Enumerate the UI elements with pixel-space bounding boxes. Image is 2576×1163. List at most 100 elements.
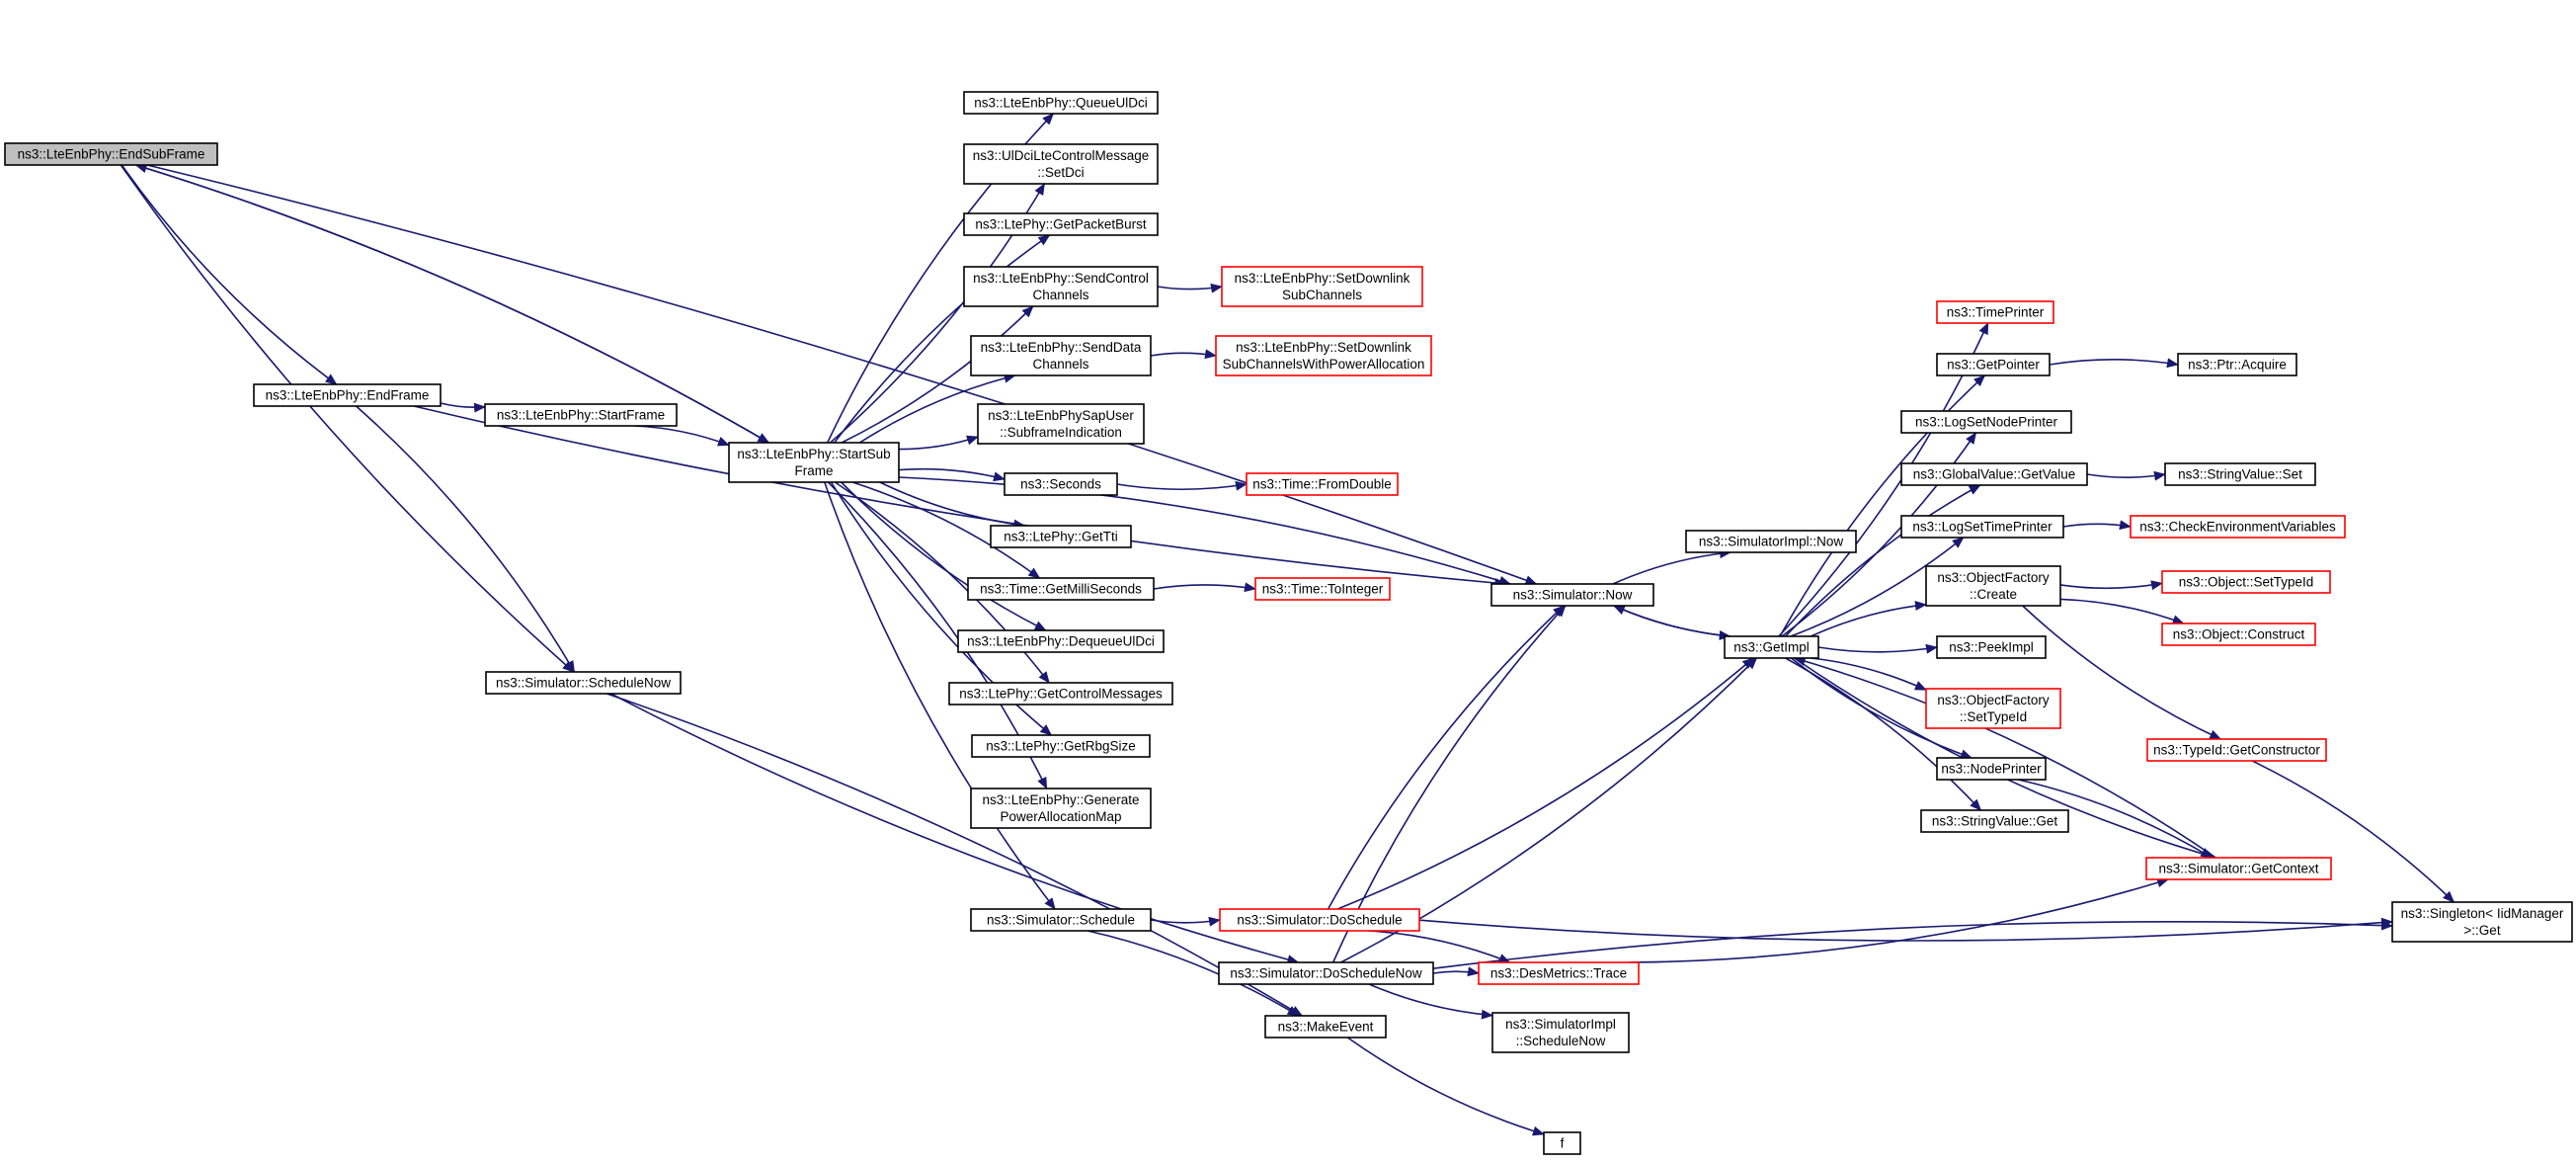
node-makeevent-label-0: ns3::MakeEvent [1278,1020,1374,1035]
node-getctrl[interactable]: ns3::LtePhy::GetControlMessages [948,682,1173,706]
node-svset[interactable]: ns3::StringValue::Set [2164,462,2316,486]
node-startframe[interactable]: ns3::LteEnbPhy::StartFrame [484,403,678,427]
edge-sendctrl-to-setdlsub [1157,283,1223,293]
node-nodeprinter[interactable]: ns3::NodePrinter [1936,757,2047,781]
node-ofcreate[interactable]: ns3::ObjectFactory::Create [1925,565,2061,607]
node-tointeger[interactable]: ns3::Time::ToInteger [1254,577,1391,601]
node-peekimpl[interactable]: ns3::PeekImpl [1936,635,2047,659]
edge-nodeprinter-to-getcontext [2018,779,2214,859]
node-doschedule-box [1219,908,1420,932]
node-timeprinter[interactable]: ns3::TimePrinter [1936,300,2054,324]
edge-senddata-to-setdlpa [1150,349,1217,360]
node-genpa[interactable]: ns3::LteEnbPhy::GeneratePowerAllocationM… [970,788,1152,829]
edge-getimpl-to-gvgetvalue [1785,484,1981,637]
node-setdci-label-0: ns3::UlDciLteControlMessage [973,148,1150,163]
node-schedule[interactable]: ns3::Simulator::Schedule [970,908,1152,932]
node-sapuser[interactable]: ns3::LteEnbPhySapUser::SubframeIndicatio… [977,403,1145,445]
node-nodeprinter-label-0: ns3::NodePrinter [1941,762,2042,777]
edge-getms-to-tointeger [1153,582,1256,593]
node-getrbg[interactable]: ns3::LtePhy::GetRbgSize [971,734,1151,758]
node-senddata-label-1: Channels [1032,357,1088,372]
node-seconds[interactable]: ns3::Seconds [1004,472,1118,496]
node-startsub-label-0: ns3::LteEnbPhy::StartSub [737,447,890,461]
node-queueul[interactable]: ns3::LteEnbPhy::QueueUlDci [963,91,1159,115]
node-seconds-label-0: ns3::Seconds [1020,477,1101,492]
node-setdci-label-1: ::SetDci [1037,165,1084,180]
edge-startsub-to-sapuser [898,435,979,451]
edge-startsub-to-gettti [879,481,1026,530]
node-gvgetvalue-label-0: ns3::GlobalValue::GetValue [1913,467,2076,482]
edge-endframe-to-simnow [413,405,1507,588]
node-f[interactable]: f [1543,1131,1581,1155]
node-getpointer[interactable]: ns3::GetPointer [1936,353,2051,376]
node-objconstruct-box [2161,623,2316,646]
node-lognodeprinter[interactable]: ns3::LogSetNodePrinter [1900,410,2072,434]
node-svset-label-0: ns3::StringValue::Set [2178,467,2302,482]
node-fromdouble[interactable]: ns3::Time::FromDouble [1246,472,1399,496]
node-gettti-box [990,525,1132,548]
node-timeprinter-label-0: ns3::TimePrinter [1947,305,2045,320]
node-setdlpa-label-0: ns3::LteEnbPhy::SetDownlink [1236,340,1411,355]
node-simnow-label-0: ns3::Simulator::Now [1513,588,1633,603]
node-makeevent[interactable]: ns3::MakeEvent [1264,1015,1387,1038]
node-implschednow[interactable]: ns3::SimulatorImpl::ScheduleNow [1491,1012,1630,1053]
node-ptracquire[interactable]: ns3::Ptr::Acquire [2177,353,2297,376]
node-ofsettypeid-label-0: ns3::ObjectFactory [1937,693,2050,707]
node-dequeue-box [957,629,1165,653]
node-f-box [1543,1131,1581,1155]
node-setdci[interactable]: ns3::UlDciLteControlMessage::SetDci [963,143,1159,185]
node-simnow[interactable]: ns3::Simulator::Now [1490,583,1654,607]
node-endsub: ns3::LteEnbPhy::EndSubFrame [4,142,218,166]
edge-logtimeprinter-to-checkenv [2062,520,2132,531]
node-startframe-box [484,403,678,427]
node-logtimeprinter[interactable]: ns3::LogSetTimePrinter [1900,515,2064,539]
node-getms[interactable]: ns3::Time::GetMilliSeconds [967,577,1155,601]
node-ptracquire-box [2177,353,2297,376]
node-gettti[interactable]: ns3::LtePhy::GetTti [990,525,1132,548]
node-ofcreate-box [1925,565,2061,607]
node-objsettypeid-label-0: ns3::Object::SetTypeId [2179,575,2314,590]
node-implnow[interactable]: ns3::SimulatorImpl::Now [1685,530,1857,553]
edge-startsub-to-getms [851,481,1041,579]
edge-gvgetvalue-to-svset [2086,470,2166,481]
node-gvgetvalue[interactable]: ns3::GlobalValue::GetValue [1900,462,2088,486]
node-checkenv[interactable]: ns3::CheckEnvironmentVariables [2130,515,2346,539]
node-getimpl[interactable]: ns3::GetImpl [1724,635,1819,659]
edge-startsub-to-endsub [134,163,769,444]
edge-ofcreate-to-getconstructor [2022,605,2222,740]
edge-doschednow-to-desmetrics [1432,966,1480,977]
edge-getimpl-to-peekimpl [1817,643,1938,654]
node-setdlpa[interactable]: ns3::LteEnbPhy::SetDownlinkSubChannelsWi… [1215,335,1432,376]
node-getcontext[interactable]: ns3::Simulator::GetContext [2145,857,2332,880]
node-getrbg-box [971,734,1151,758]
node-objconstruct-label-0: ns3::Object::Construct [2173,627,2305,642]
edge-simnow-to-getimpl [1613,605,1731,640]
node-endsub-box [4,142,218,166]
node-singleton[interactable]: ns3::Singleton< IidManager>::Get [2391,901,2573,943]
node-endframe[interactable]: ns3::LteEnbPhy::EndFrame [253,383,442,407]
node-desmetrics[interactable]: ns3::DesMetrics::Trace [1478,961,1640,985]
node-doschedule[interactable]: ns3::Simulator::DoSchedule [1219,908,1420,932]
node-implschednow-box [1491,1012,1630,1053]
node-desmetrics-label-0: ns3::DesMetrics::Trace [1490,966,1627,981]
node-getms-box [967,577,1155,601]
node-svget[interactable]: ns3::StringValue::Get [1920,809,2069,833]
node-dequeue[interactable]: ns3::LteEnbPhy::DequeueUlDci [957,629,1165,653]
node-schednow[interactable]: ns3::Simulator::ScheduleNow [485,671,682,695]
edge-endsub-to-schednow [120,164,575,673]
node-schedule-box [970,908,1152,932]
node-ofsettypeid[interactable]: ns3::ObjectFactory::SetTypeId [1925,688,2061,729]
node-objsettypeid[interactable]: ns3::Object::SetTypeId [2161,570,2331,594]
node-objconstruct[interactable]: ns3::Object::Construct [2161,623,2316,646]
node-doschedule-label-0: ns3::Simulator::DoSchedule [1237,913,1402,928]
node-sendctrl-box [963,266,1159,307]
node-pktburst[interactable]: ns3::LtePhy::GetPacketBurst [963,212,1159,236]
node-doschednow[interactable]: ns3::Simulator::DoScheduleNow [1218,961,1434,985]
node-peekimpl-label-0: ns3::PeekImpl [1949,640,2034,655]
node-implnow-box [1685,530,1857,553]
node-getconstructor[interactable]: ns3::TypeId::GetConstructor [2146,738,2327,762]
